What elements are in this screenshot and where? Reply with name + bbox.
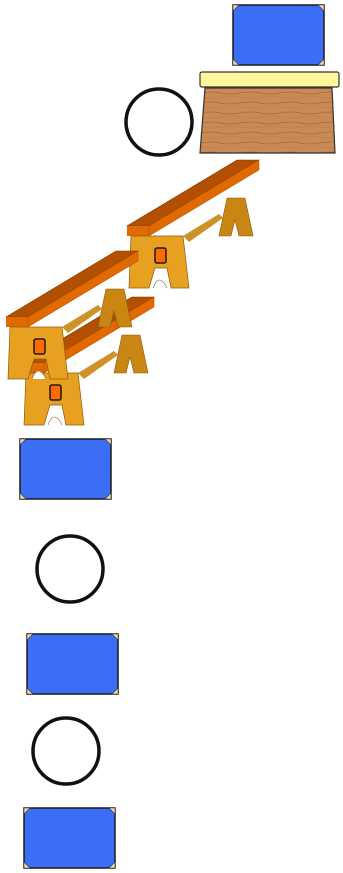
hoop-icon bbox=[126, 89, 192, 155]
vaulting-box-icon bbox=[200, 72, 339, 153]
mat-icon bbox=[27, 634, 118, 694]
hoop-icon bbox=[33, 718, 99, 784]
mat-icon bbox=[20, 439, 111, 499]
mat-icon bbox=[24, 808, 115, 868]
bench-icon bbox=[127, 160, 259, 288]
hoop-icon bbox=[37, 536, 103, 602]
mat-icon bbox=[233, 5, 324, 65]
